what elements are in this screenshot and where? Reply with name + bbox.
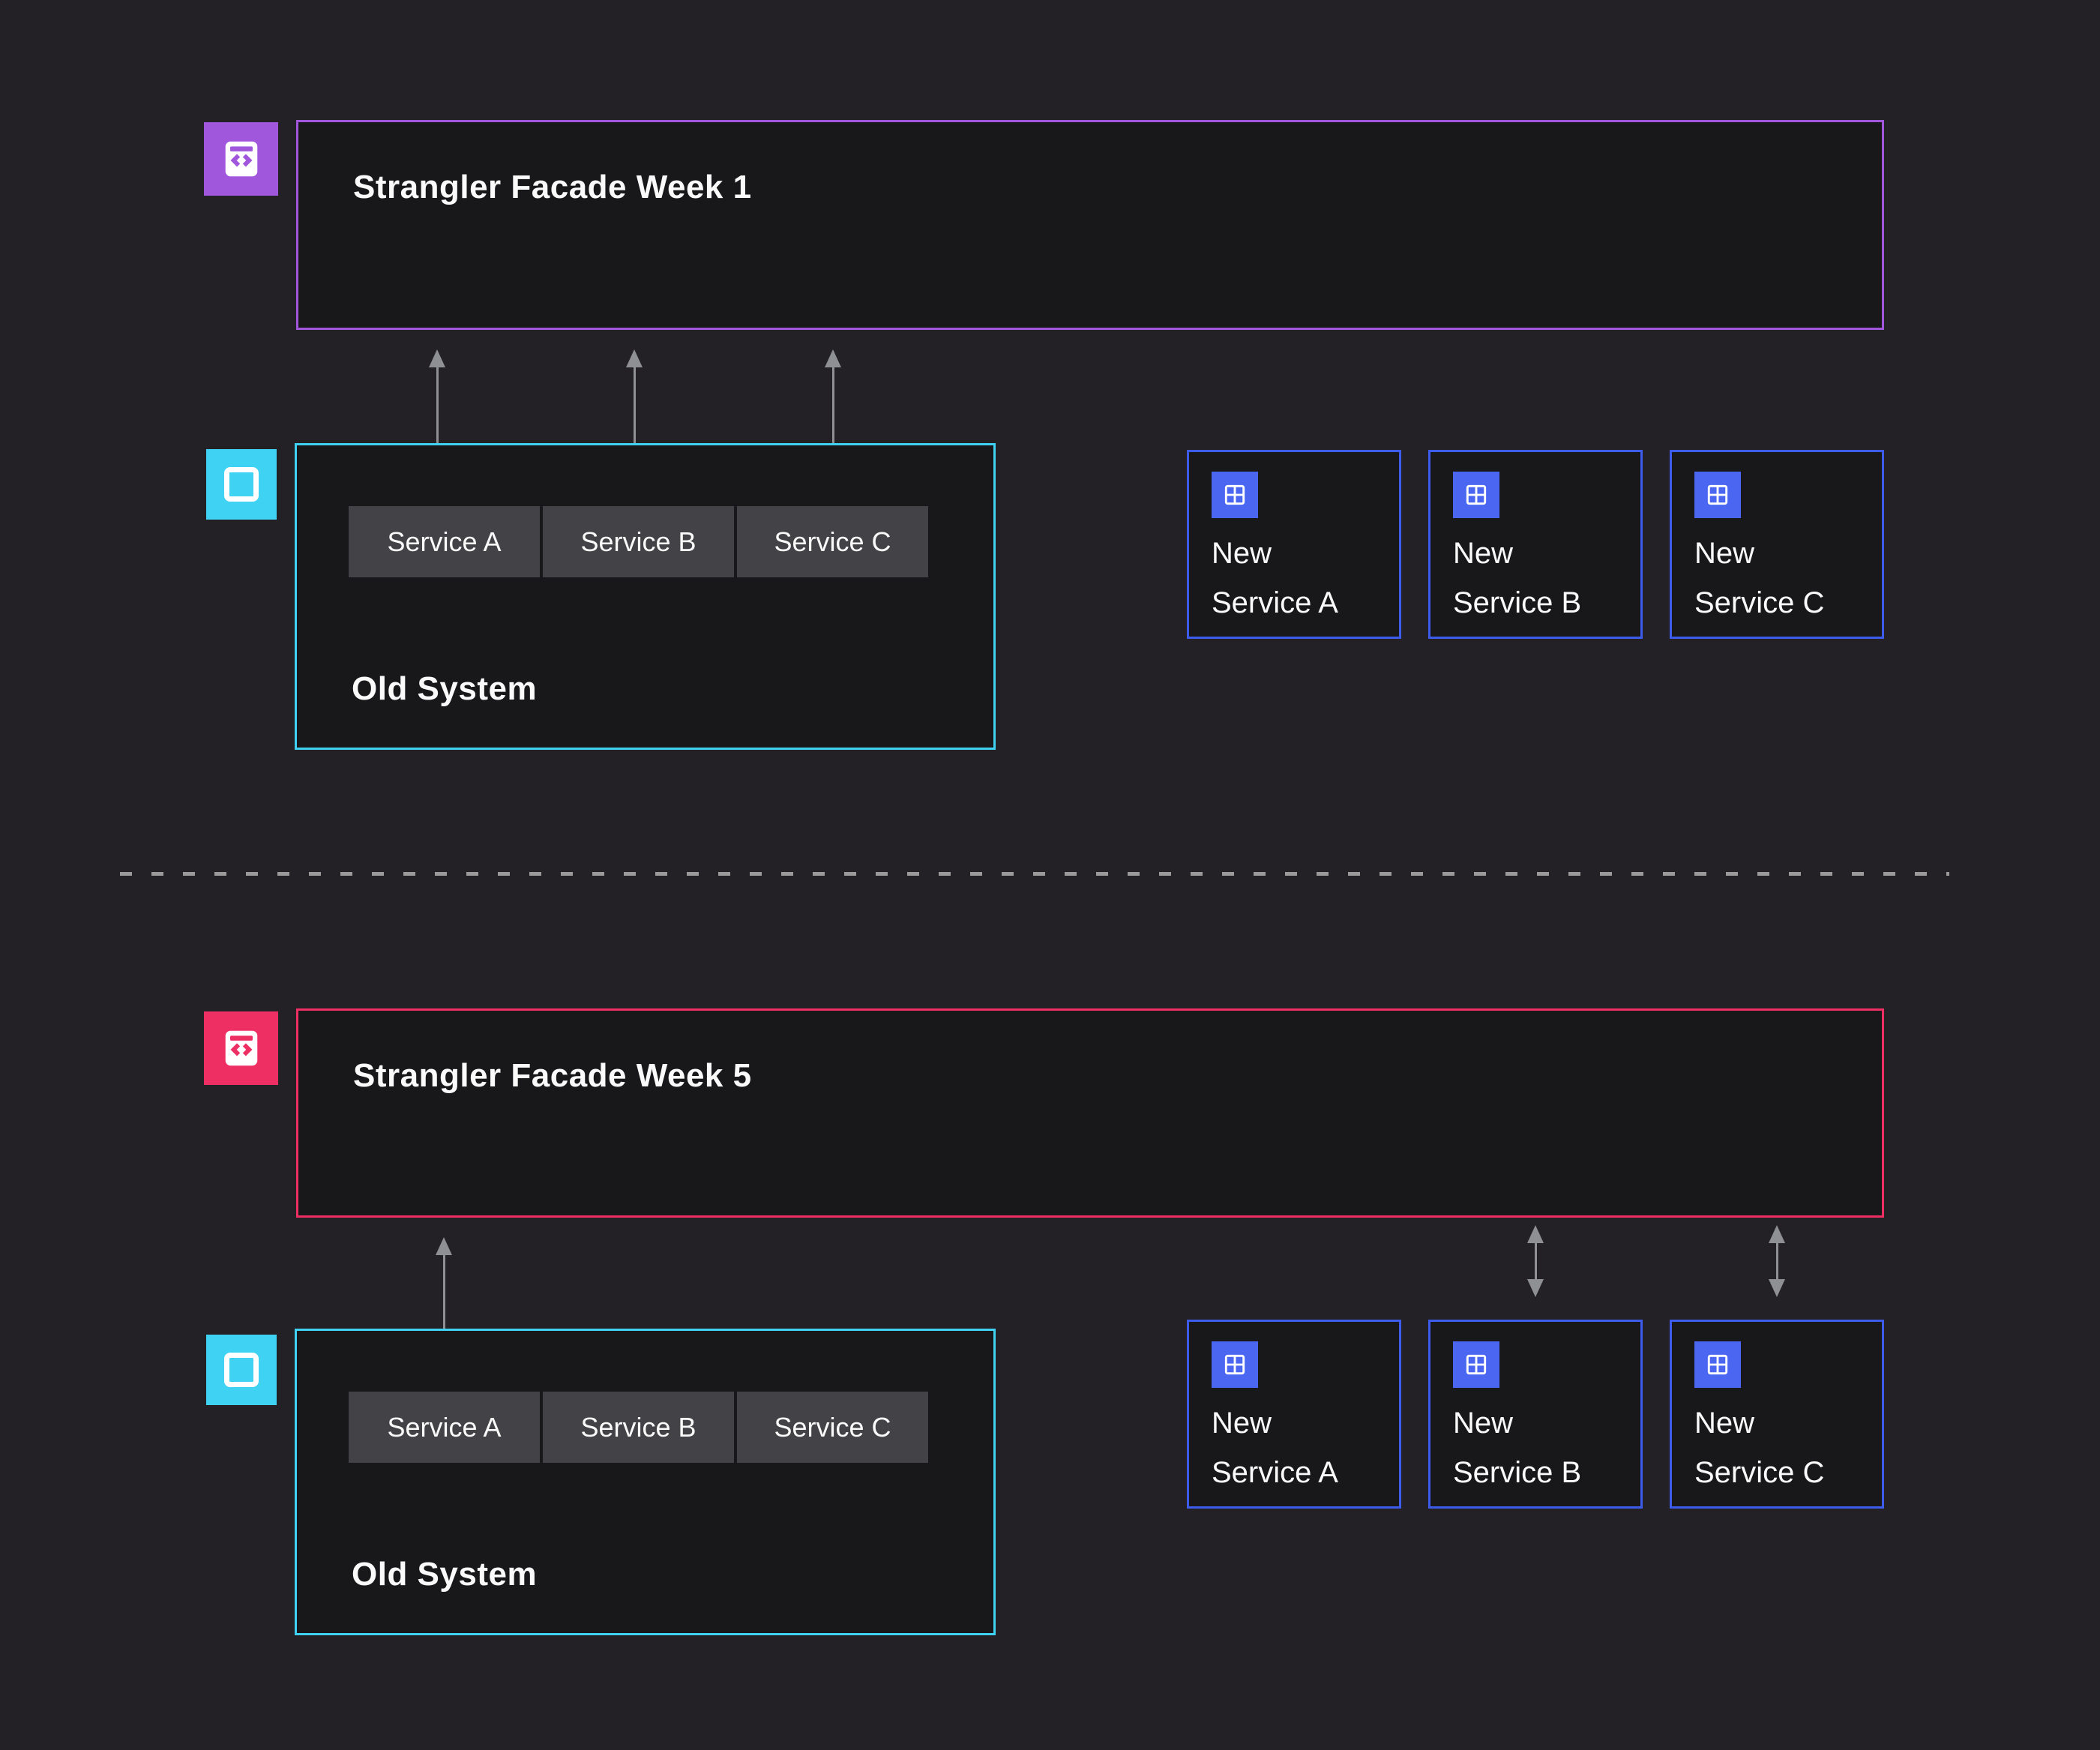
service-a: Service A: [349, 1392, 540, 1463]
service-row: Service A Service B Service C: [349, 506, 928, 577]
arrow-head-up: [1527, 1225, 1544, 1243]
bidirectional-arrow-facade-new-service-c: [1768, 1225, 1786, 1297]
facade-box-week1: Strangler Facade Week 1: [296, 120, 1884, 330]
tile-icon-holder: [1453, 472, 1499, 518]
service-c: Service C: [737, 1392, 928, 1463]
service-a: Service A: [349, 506, 540, 577]
tile-icon-holder: [1212, 1341, 1258, 1388]
table-grid-icon: [1224, 484, 1245, 505]
service-b: Service B: [543, 506, 734, 577]
old-system-box-week5: Service A Service B Service C Old System: [295, 1329, 996, 1635]
facade-title: Strangler Facade Week 1: [353, 169, 752, 205]
arrow-head-up: [429, 349, 445, 367]
old-system-badge-week5: [206, 1335, 277, 1405]
table-grid-icon: [1224, 1354, 1245, 1375]
square-outline-icon: [224, 467, 259, 502]
old-system-badge-week1: [206, 449, 277, 520]
table-grid-icon: [1707, 484, 1728, 505]
square-outline-icon: [224, 1353, 259, 1387]
arrow-head-up: [1769, 1225, 1785, 1243]
facade-title: Strangler Facade Week 5: [353, 1057, 752, 1094]
arrow-head-up: [825, 349, 841, 367]
table-grid-icon: [1707, 1354, 1728, 1375]
service-row: Service A Service B Service C: [349, 1392, 928, 1463]
old-system-title: Old System: [352, 1556, 538, 1593]
facade-badge-week5: [204, 1011, 278, 1085]
service-c: Service C: [737, 506, 928, 577]
tile-icon-holder: [1694, 472, 1741, 518]
table-grid-icon: [1466, 484, 1487, 505]
bidirectional-arrow-facade-new-service-b: [1526, 1225, 1544, 1297]
service-b: Service B: [543, 1392, 734, 1463]
old-system-title: Old System: [352, 670, 538, 707]
new-service-a-box-week5: New Service A: [1187, 1320, 1401, 1509]
new-service-c-box-week1: New Service C: [1670, 450, 1884, 639]
arrow-head-up: [436, 1237, 452, 1255]
new-service-b-box-week5: New Service B: [1428, 1320, 1643, 1509]
facade-box-week5: Strangler Facade Week 5: [296, 1008, 1884, 1218]
new-service-label: New Service B: [1453, 537, 1582, 619]
old-system-box-week1: Service A Service B Service C Old System: [295, 443, 996, 750]
new-service-label: New Service A: [1212, 537, 1338, 619]
new-service-b-box-week1: New Service B: [1428, 450, 1643, 639]
new-service-label: New Service C: [1694, 1407, 1825, 1489]
new-service-label: New Service C: [1694, 537, 1825, 619]
new-service-label: New Service A: [1212, 1407, 1338, 1489]
table-grid-icon: [1466, 1354, 1487, 1375]
arrow-head-up: [626, 349, 643, 367]
new-service-label: New Service B: [1453, 1407, 1582, 1489]
window-code-icon: [225, 1030, 257, 1066]
new-service-c-box-week5: New Service C: [1670, 1320, 1884, 1509]
facade-badge-week1: [204, 122, 278, 196]
window-code-icon: [225, 141, 257, 177]
dashed-divider: [120, 872, 1949, 876]
tile-icon-holder: [1212, 472, 1258, 518]
tile-icon-holder: [1694, 1341, 1741, 1388]
arrow-head-down: [1527, 1279, 1544, 1297]
new-service-a-box-week1: New Service A: [1187, 450, 1401, 639]
arrow-head-down: [1769, 1279, 1785, 1297]
tile-icon-holder: [1453, 1341, 1499, 1388]
